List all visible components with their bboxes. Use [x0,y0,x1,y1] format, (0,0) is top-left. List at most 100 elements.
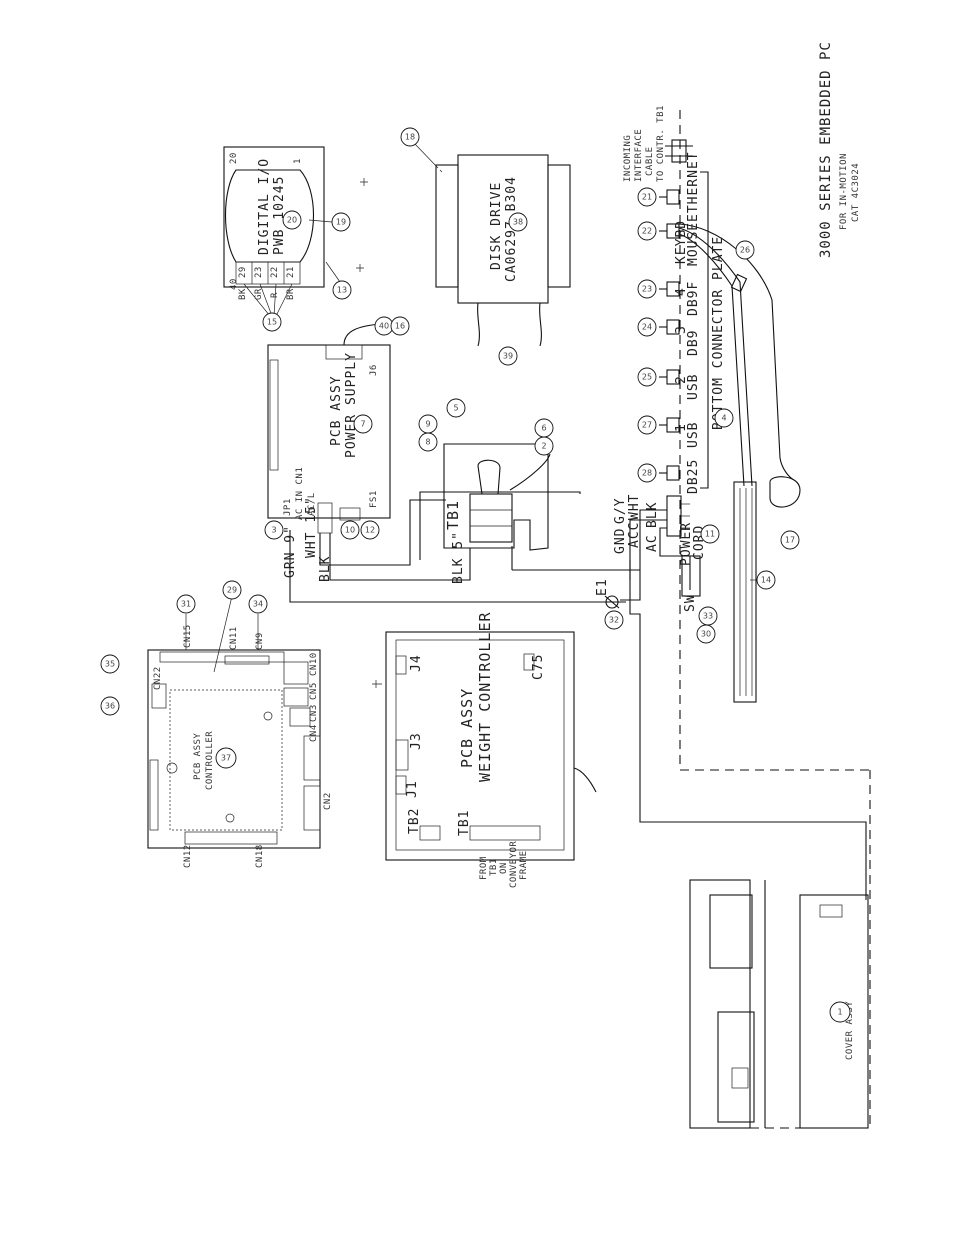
pin-cn12: CN12 [183,844,193,868]
db9-label: DB9 [686,330,701,356]
svg-text:2: 2 [541,442,546,451]
cpu-label-2: CONTROLLER [205,731,215,790]
cable-note-4: TO CONTR. TB1 [656,105,666,182]
pin-cn10: CN10 [309,652,319,676]
rear-board-upper [709,894,753,969]
usb2-label: USB [686,374,701,400]
connector-db9 [659,319,680,335]
io-29: 29 [238,266,248,278]
balloon-25: 25 [637,367,657,387]
from-tb1-3: ON [499,862,509,874]
balloon-16: 16 [390,316,410,336]
n2-label: 2 [674,375,689,384]
balloon-31: 31 [176,594,196,650]
connector-ethernet [659,189,680,205]
pin-j6: J6 [369,364,379,376]
svg-text:21: 21 [642,193,652,202]
io-20: 20 [229,152,239,164]
io-22: 22 [270,266,280,278]
from-tb1-2: TB1 [489,858,499,876]
pin-j4: J4 [409,654,424,672]
balloon-20: 20 [282,210,302,230]
power-cord-label-1: POWER [679,522,694,566]
mouse [769,476,801,508]
svg-text:24: 24 [642,323,652,332]
psu-label-1: PCB ASSY [329,375,344,446]
balloon-6: 6 [534,418,554,438]
cable-note-2: INTERFACE [634,129,644,182]
svg-text:1: 1 [837,1008,842,1017]
wc-label-2: WEIGHT CONTROLLER [476,611,494,782]
pin-cn11: CN11 [229,626,239,650]
svg-text:38: 38 [513,218,523,227]
io-23: 23 [254,266,264,278]
disk-label-2: CA06297 B304 [504,176,519,282]
balloon-26: 26 [735,240,755,260]
balloon-34: 34 [248,594,268,650]
svg-text:19: 19 [336,218,346,227]
svg-text:9: 9 [425,420,430,429]
balloon-10: 10 [340,520,360,540]
cover-note: COVER ASSY [845,1001,855,1060]
pin-cn15: CN15 [183,624,193,648]
wire-gy: G/Y [613,498,628,524]
svg-text:36: 36 [105,702,115,711]
power-supply-board [267,323,471,581]
terminal-block-tb1 [443,443,640,571]
keyboard [733,481,757,703]
wire-grn9: GRN 9" [283,525,298,578]
db25-label: DB25 [686,459,701,494]
io-1: 1 [293,158,303,164]
svg-text:26: 26 [740,246,750,255]
svg-text:39: 39 [503,352,513,361]
balloon-19: 19 [308,212,351,232]
cable-note: INCOMING INTERFACE CABLE TO CONTR. TB1 [623,105,666,182]
io-bk: BK [238,288,248,300]
pin-cn9: CN9 [255,632,265,650]
svg-text:37: 37 [221,754,231,763]
io-21: 21 [286,266,296,278]
bottom-plate-label: BOTTOM CONNECTOR PLATE [711,236,726,430]
balloon-7: 7 [353,414,373,434]
balloon-32: 32 [604,610,624,630]
svg-text:40: 40 [379,322,389,331]
pin-cn4: CN4 [309,724,319,742]
svg-text:8: 8 [425,438,430,447]
wire-blk15: BLK [318,556,333,582]
weight-controller-board [385,631,597,861]
wire-blk: BLK [645,502,660,528]
n1-label: 1 [674,423,689,432]
pin-cn5: CN5 [309,682,319,700]
balloon-5: 5 [446,398,466,418]
io-gr: GR [254,288,264,300]
balloon-23: 23 [637,279,657,299]
fastener-marks [356,178,382,688]
svg-text:6: 6 [541,424,546,433]
io-r: R [270,292,280,298]
io-40: 40 [229,278,239,290]
balloon-8: 8 [418,432,438,452]
wc-label-1: PCB ASSY [458,688,476,768]
balloon-12: 12 [360,520,380,540]
svg-text:22: 22 [642,227,652,236]
balloon-24: 24 [637,317,657,337]
svg-text:32: 32 [609,616,619,625]
wire-blk5: BLK 5" [451,531,466,584]
svg-text:34: 34 [253,600,263,609]
digital-io-board [223,146,325,317]
svg-text:29: 29 [227,586,237,595]
svg-text:16: 16 [395,322,405,331]
pin-ac: AC/L [307,492,317,516]
svg-text:10: 10 [345,526,355,535]
connector-usb-1 [659,417,680,433]
incoming-cable-fitting [665,139,693,163]
wire-wht15: WHT 15" [304,496,319,558]
svg-text:25: 25 [642,373,652,382]
svg-text:12: 12 [365,526,375,535]
cpu-board [147,649,321,849]
svg-text:3: 3 [271,526,276,535]
svg-text:4: 4 [721,414,726,423]
pin-fs1: FS1 [369,490,379,508]
wire-ac: AC [645,534,660,552]
svg-text:30: 30 [701,630,711,639]
